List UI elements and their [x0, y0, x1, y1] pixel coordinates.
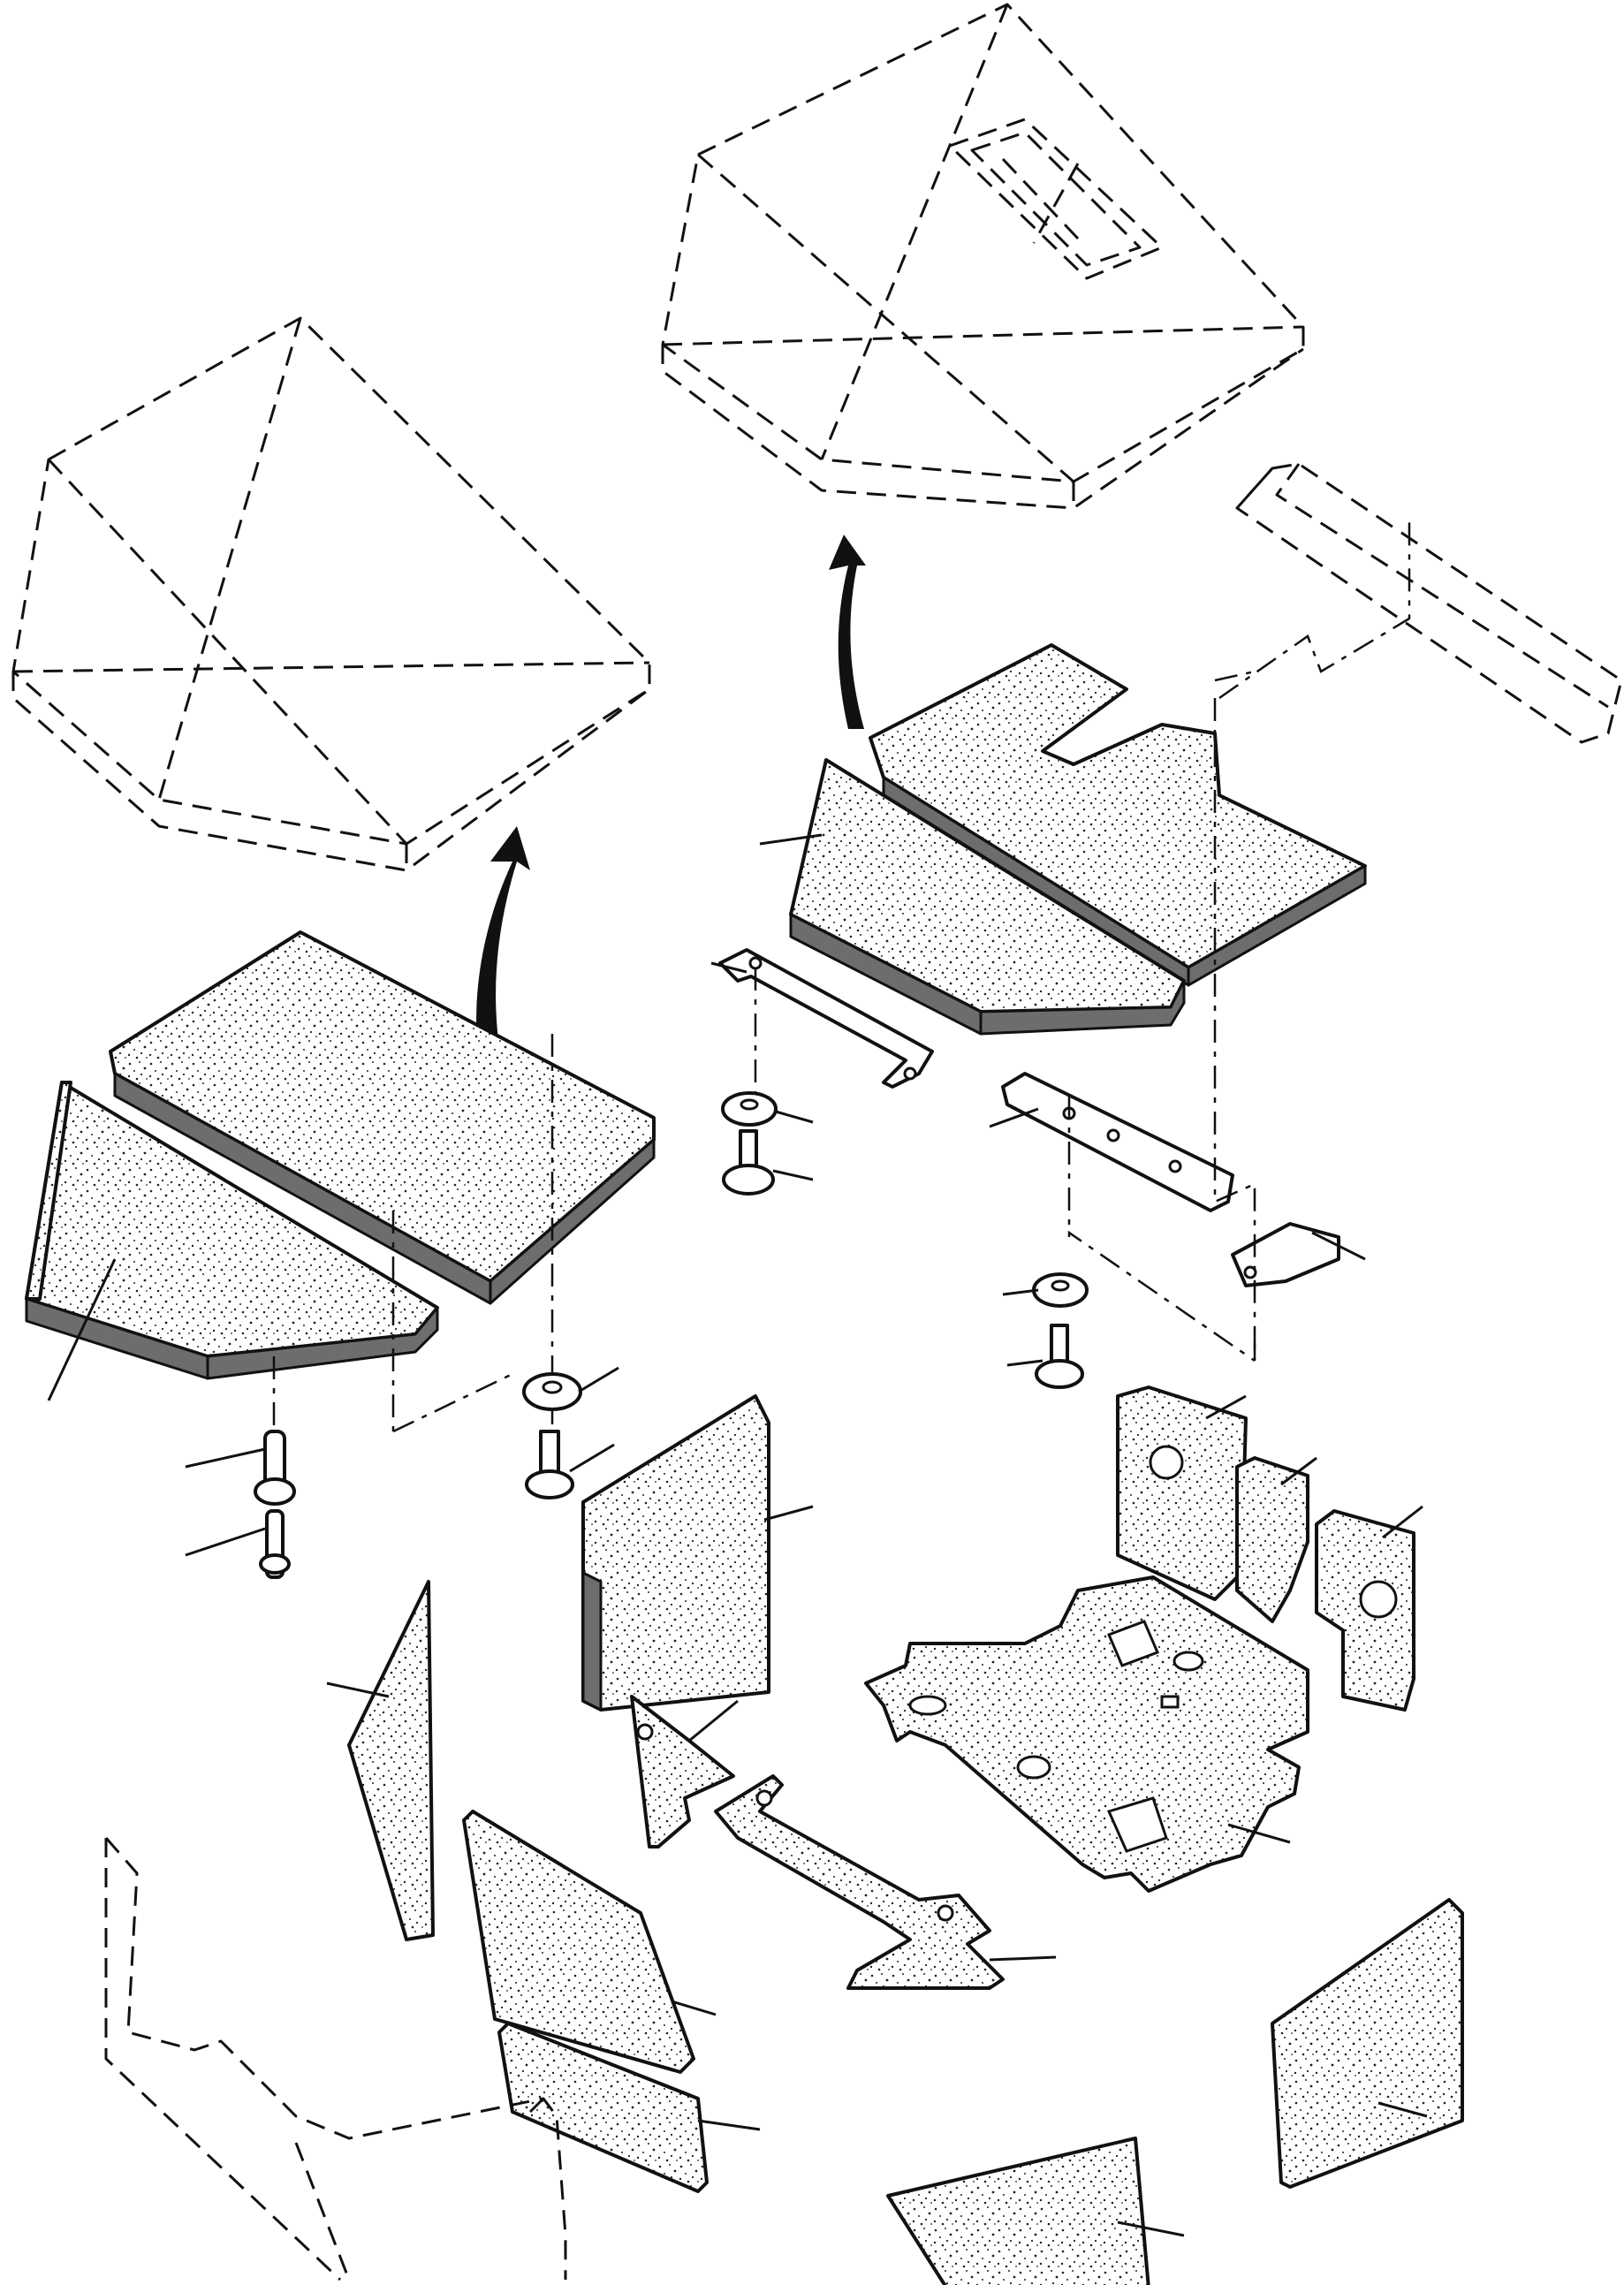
floor-mat: [864, 1575, 1309, 1893]
mounting-bracket-center: [1001, 1072, 1234, 1212]
left-roof-outline: [11, 316, 651, 872]
right-roof-outline: [661, 3, 1305, 510]
door-outline: [104, 1837, 567, 2281]
washer-right-1: [721, 1091, 778, 1127]
right-roof-liner: [869, 643, 1367, 987]
pin: [259, 1509, 291, 1579]
right-front-liner: [789, 758, 1186, 1036]
panel-bottom-center: [886, 2137, 1150, 2285]
washer-right-2: [1032, 1272, 1089, 1308]
triangular-panel: [347, 1580, 435, 1941]
long-strip: [714, 1774, 1005, 1990]
notched-panel: [630, 1695, 735, 1848]
right-rail-outline: [1235, 462, 1623, 744]
lift-arrow-right: [829, 535, 866, 729]
rear-pad-right: [1315, 1509, 1415, 1712]
screw-left: [525, 1430, 574, 1499]
mounting-bracket-small: [1231, 1222, 1340, 1287]
screw-right-1: [722, 1129, 775, 1196]
left-roof-liner: [109, 930, 656, 1305]
side-panel-lower-left: [462, 1810, 695, 2074]
leader-lines: [47, 833, 1428, 2237]
left-front-liner: [25, 1081, 439, 1380]
screw-right-2: [1035, 1324, 1084, 1389]
lift-arrow-left: [476, 826, 530, 1047]
panel-bottom-right: [1271, 1898, 1464, 2189]
right-dashed-fasteners: [754, 521, 1411, 1363]
side-panel-upright: [581, 1394, 770, 1712]
washer-left: [522, 1372, 582, 1411]
rear-pad-middle: [1235, 1456, 1309, 1623]
side-panel-lower-strip: [497, 2022, 709, 2193]
rear-pad-left: [1116, 1385, 1248, 1601]
mounting-bracket-left: [718, 948, 934, 1089]
push-rivet: [254, 1430, 296, 1506]
